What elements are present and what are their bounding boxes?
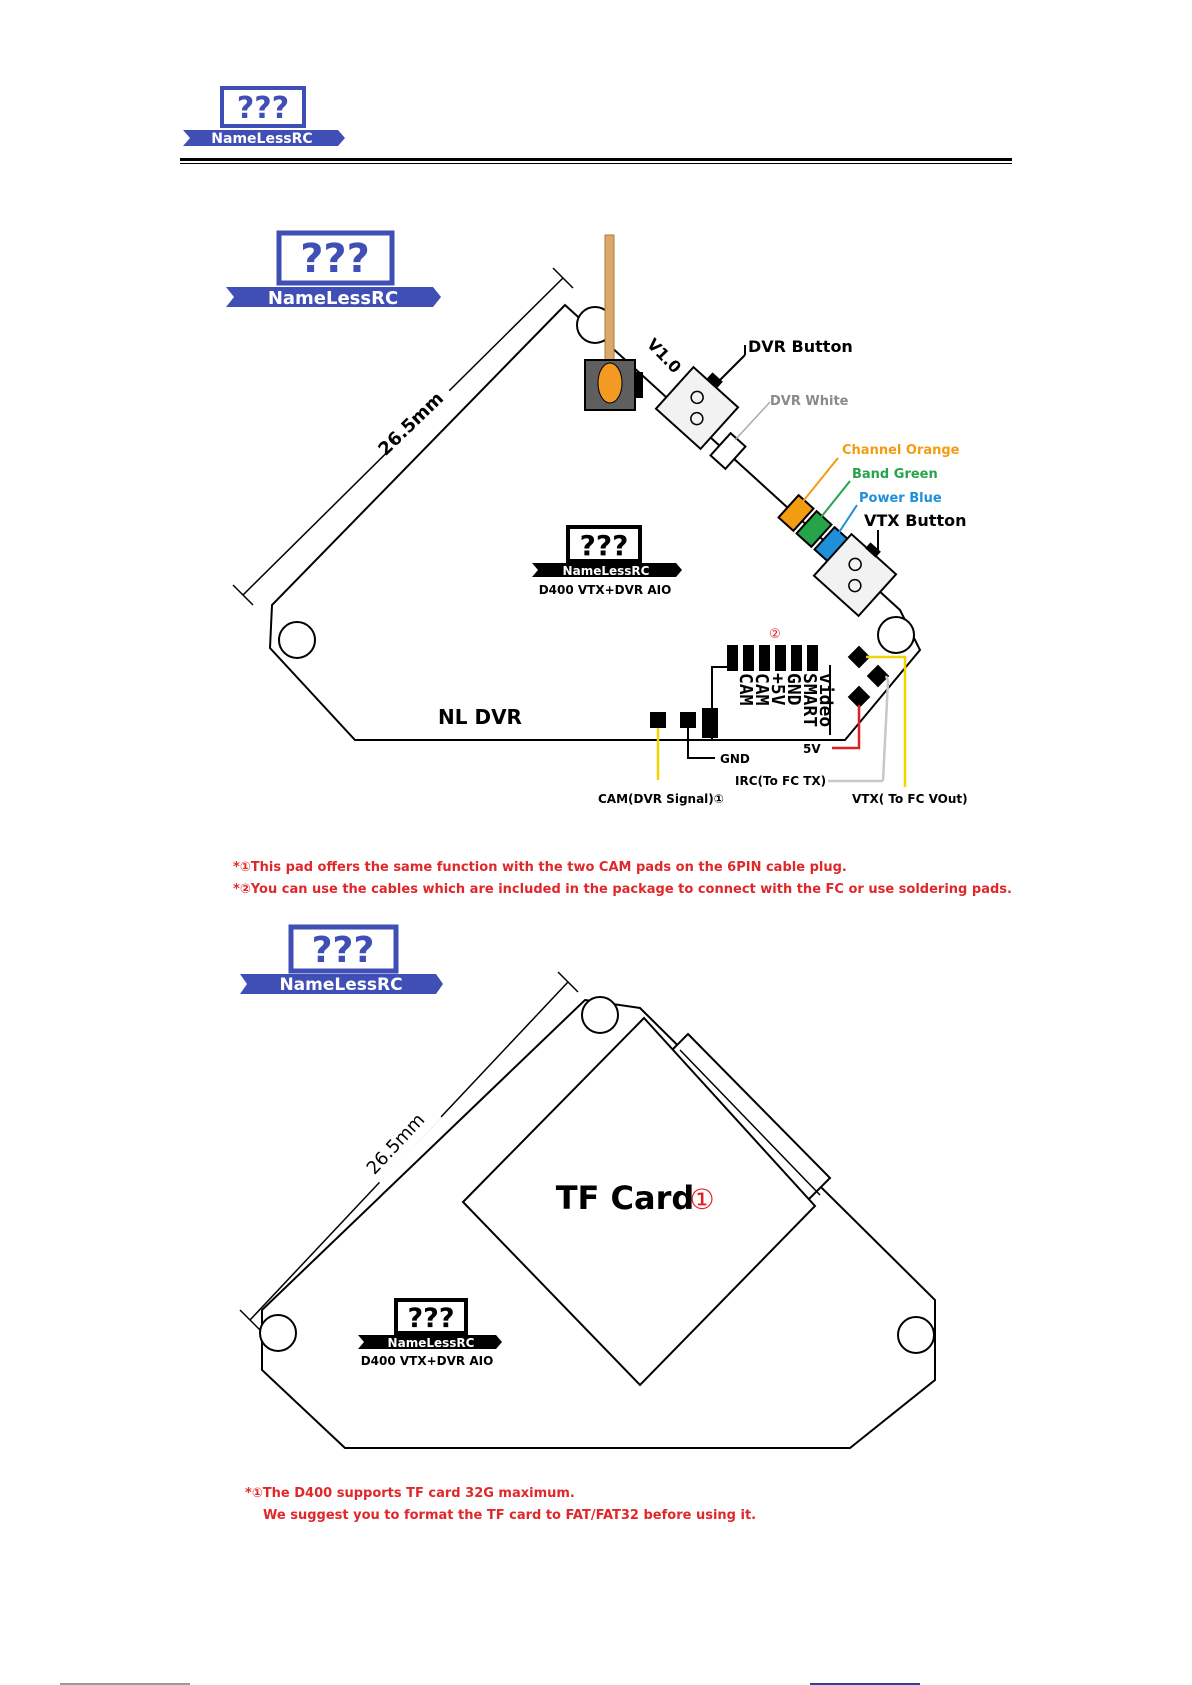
bottom-board-model: D400 VTX+DVR AIO [361,1354,494,1368]
version-mark: V1.0 [643,335,685,378]
dvr-white-label: DVR White [770,394,849,409]
note-top-2: *②You can use the cables which are inclu… [233,882,1012,897]
pin-label-gnd: GND [783,673,804,706]
top-diagram-logo: ??? NameLessRC [226,230,441,309]
mount-hole-right [877,616,915,654]
bottom-hole-top [581,996,619,1034]
nl-dvr-silkscreen: NL DVR [438,705,522,729]
vtx-label: VTX( To FC VOut) [852,792,968,806]
six-pin-connector [702,645,831,740]
irc-label: IRC(To FC TX) [735,774,826,788]
v5-label: 5V [803,742,821,756]
pad-vtx [847,645,871,669]
note-top-1: *①This pad offers the same function with… [233,860,847,875]
header-logo-name: NameLessRC [211,131,312,147]
pin-label-5v: +5V [767,673,788,706]
power-blue-label: Power Blue [859,491,942,506]
footer-mark-left [60,1683,190,1685]
top-board-logo: ??? NameLessRC D400 VTX+DVR AIO [532,525,682,597]
bottom-hole-right [897,1316,935,1354]
pin-ref-mark: ② [769,627,781,642]
channel-orange-label: Channel Orange [842,443,960,458]
dvr-button [654,365,740,451]
pad-cam [650,712,666,728]
top-diagram: ??? NameLessRC 26.5mm V1.0 DVR Butt [226,230,968,806]
top-board-outline [268,303,922,741]
channel-led [777,493,815,533]
vtx-button-label: VTX Button [864,511,966,530]
pad-5v [847,685,871,709]
top-board-logo-name: NameLessRC [563,564,650,578]
dvr-white-led [709,431,747,471]
mount-hole-left [278,621,316,659]
top-logo-name: NameLessRC [268,288,398,309]
bottom-board-logo: ??? NameLessRC D400 VTX+DVR AIO [358,1298,502,1368]
header-rule-thin [180,163,1012,164]
bottom-board-logo-marks: ??? [408,1303,455,1334]
header-rule [180,158,1012,161]
bottom-diagram: ??? NameLessRC 26.5mm TF Card ① ??? Name… [239,924,936,1449]
note-bottom-2: We suggest you to format the TF card to … [263,1508,756,1523]
antenna-tip [597,362,623,404]
footer-mark-right [810,1683,920,1685]
top-board-model: D400 VTX+DVR AIO [539,583,672,597]
pin-label-video: video [815,673,836,727]
pin-label-cam-2: CAM [735,673,756,706]
tf-card [461,1016,817,1387]
note-bottom-1: *①The D400 supports TF card 32G maximum. [245,1486,575,1501]
band-led [795,509,833,549]
cam-label: CAM(DVR Signal)① [598,792,724,806]
tf-card-ref: ① [689,1183,714,1216]
bottom-board-logo-name: NameLessRC [388,1336,475,1350]
pin-label-smart: SMART [799,673,820,727]
pad-gnd [680,712,696,728]
tf-card-label: TF Card [556,1179,695,1217]
dvr-button-label: DVR Button [748,337,853,356]
pad-irc [866,664,890,688]
header-logo: ??? NameLessRC [183,86,345,147]
top-board-logo-marks: ??? [580,529,629,562]
gnd-label: GND [720,752,750,766]
bottom-logo-name: NameLessRC [279,975,402,995]
header-logo-marks: ??? [237,91,289,126]
pin-label-cam-1: CAM [751,673,772,706]
top-logo-marks: ??? [300,236,370,282]
pin-label-group: video SMART GND +5V CAM CAM [735,673,836,727]
bottom-hole-left [259,1314,297,1352]
bottom-logo-marks: ??? [312,930,375,971]
band-green-label: Band Green [852,467,938,482]
bottom-diagram-logo: ??? NameLessRC [240,924,443,995]
